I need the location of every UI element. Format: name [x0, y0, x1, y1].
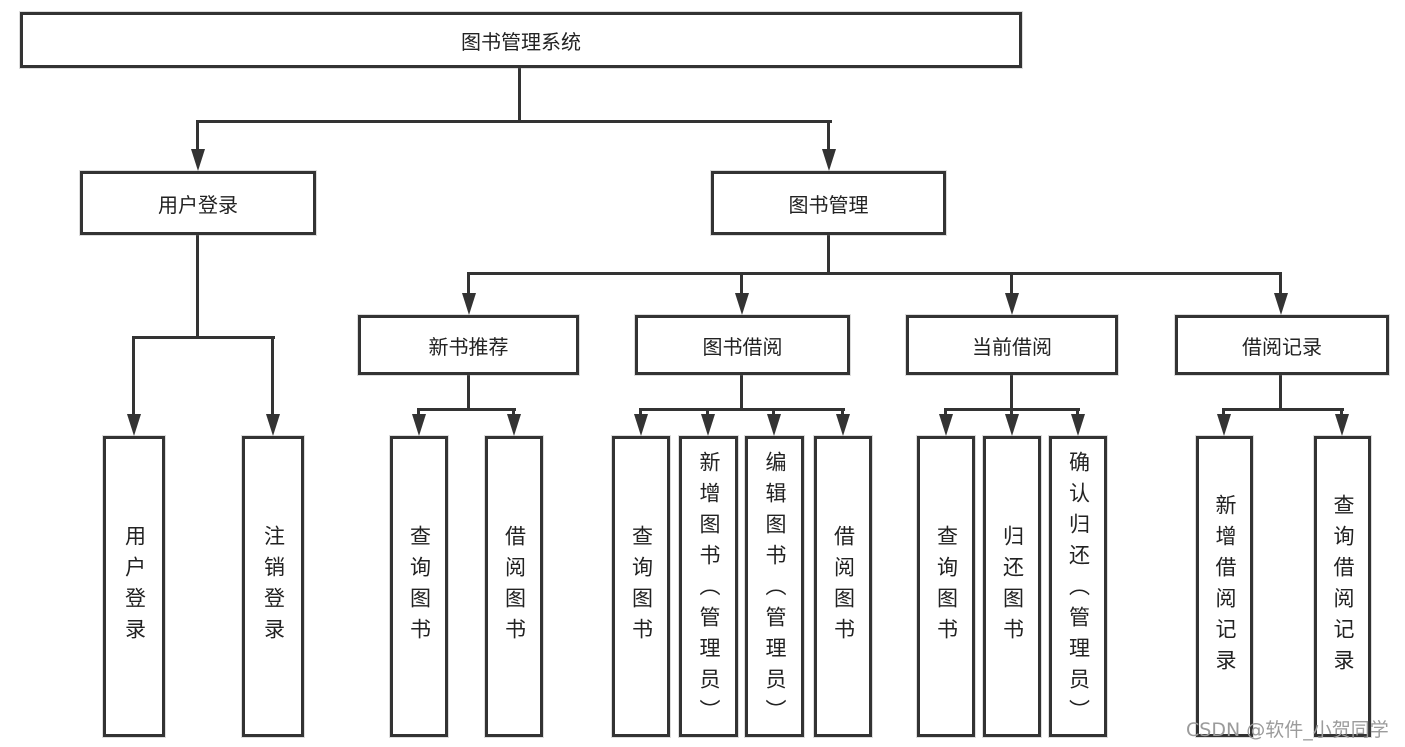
edge-line: [196, 235, 199, 337]
arrow-down-icon: [767, 414, 781, 436]
edge-line: [1010, 375, 1013, 409]
edge-line: [706, 408, 709, 416]
arrow-down-icon: [412, 414, 426, 436]
arrow-down-icon: [462, 293, 476, 315]
leaf-add-borrow-record: 新增借阅记录: [1196, 436, 1253, 737]
edge-line: [1279, 375, 1282, 409]
node-label: 借阅记录: [1242, 334, 1322, 359]
node-label: 查询图书: [407, 524, 432, 649]
leaf-borrow-books-1: 借阅图书: [485, 436, 543, 737]
arrow-down-icon: [634, 414, 648, 436]
node-label: 图书管理系统: [461, 29, 581, 54]
arrow-down-icon: [1005, 293, 1019, 315]
edge-line: [417, 408, 420, 416]
edge-line: [417, 408, 516, 411]
node-label: 查询图书: [934, 524, 959, 649]
edge-line: [1222, 408, 1225, 416]
edge-line: [827, 235, 830, 273]
leaf-query-books-1: 查询图书: [390, 436, 448, 737]
arrow-down-icon: [735, 293, 749, 315]
node-label: 注销登录: [261, 524, 286, 649]
edge-line: [639, 408, 642, 416]
leaf-query-books-3: 查询图书: [917, 436, 975, 737]
edge-line: [196, 120, 832, 123]
edge-line: [271, 336, 274, 416]
node-root: 图书管理系统: [20, 12, 1022, 68]
node-book-borrow: 图书借阅: [635, 315, 850, 375]
edge-line: [1010, 408, 1013, 416]
edge-line: [740, 375, 743, 409]
leaf-return-books: 归还图书: [983, 436, 1041, 737]
arrow-down-icon: [1335, 414, 1349, 436]
edge-line: [841, 408, 844, 416]
leaf-user-login: 用户登录: [103, 436, 165, 737]
leaf-add-books-admin: 新增图书（管理员）: [679, 436, 738, 737]
node-label: 当前借阅: [972, 334, 1052, 359]
node-label: 编辑图书（管理员）: [763, 451, 787, 730]
arrow-down-icon: [701, 414, 715, 436]
edge-line: [467, 272, 1281, 275]
arrow-down-icon: [1217, 414, 1231, 436]
node-label: 图书管理: [788, 192, 869, 217]
edge-line: [740, 272, 743, 295]
edge-line: [1222, 408, 1344, 411]
arrow-down-icon: [836, 414, 850, 436]
node-new-books: 新书推荐: [358, 315, 579, 375]
node-label: 确认归还（管理员）: [1066, 451, 1091, 730]
node-label: 归还图书: [1000, 524, 1025, 649]
edge-line: [467, 375, 470, 409]
arrow-down-icon: [822, 149, 836, 171]
edge-line: [1340, 408, 1343, 416]
edge-line: [1010, 272, 1013, 295]
node-label: 新增图书（管理员）: [697, 451, 721, 730]
arrow-down-icon: [191, 149, 205, 171]
arrow-down-icon: [939, 414, 953, 436]
edge-line: [1279, 272, 1282, 295]
leaf-borrow-books-2: 借阅图书: [814, 436, 872, 737]
node-label: 借阅图书: [831, 524, 856, 649]
edge-line: [518, 68, 521, 121]
node-label: 查询图书: [629, 524, 654, 649]
arrow-down-icon: [507, 414, 521, 436]
edge-line: [132, 336, 135, 416]
leaf-logout: 注销登录: [242, 436, 304, 737]
edge-line: [132, 336, 275, 339]
edge-line: [512, 408, 515, 416]
edge-line: [772, 408, 775, 416]
node-user-login: 用户登录: [80, 171, 316, 235]
node-borrow-records: 借阅记录: [1175, 315, 1389, 375]
edge-line: [827, 120, 830, 153]
edge-line: [1076, 408, 1079, 416]
node-label: 图书借阅: [702, 334, 783, 359]
leaf-query-borrow-record: 查询借阅记录: [1314, 436, 1371, 737]
edge-line: [639, 408, 845, 411]
leaf-query-books-2: 查询图书: [612, 436, 670, 737]
leaf-edit-books-admin: 编辑图书（管理员）: [745, 436, 804, 737]
node-label: 借阅图书: [502, 524, 527, 649]
arrow-down-icon: [1274, 293, 1288, 315]
node-label: 新增借阅记录: [1213, 493, 1237, 680]
csdn-watermark: CSDN @软件_小贺同学: [1186, 719, 1389, 741]
node-current-borrow: 当前借阅: [906, 315, 1118, 375]
arrow-down-icon: [1071, 414, 1085, 436]
node-label: 查询借阅记录: [1331, 493, 1355, 680]
arrow-down-icon: [127, 414, 141, 436]
node-label: 用户登录: [122, 524, 147, 649]
node-label: 新书推荐: [428, 334, 509, 359]
edge-line: [196, 120, 199, 153]
edge-line: [944, 408, 947, 416]
node-book-mgmt: 图书管理: [711, 171, 946, 235]
edge-line: [467, 272, 470, 295]
node-label: 用户登录: [158, 192, 238, 217]
arrow-down-icon: [266, 414, 280, 436]
leaf-confirm-return-admin: 确认归还（管理员）: [1049, 436, 1107, 737]
arrow-down-icon: [1005, 414, 1019, 436]
